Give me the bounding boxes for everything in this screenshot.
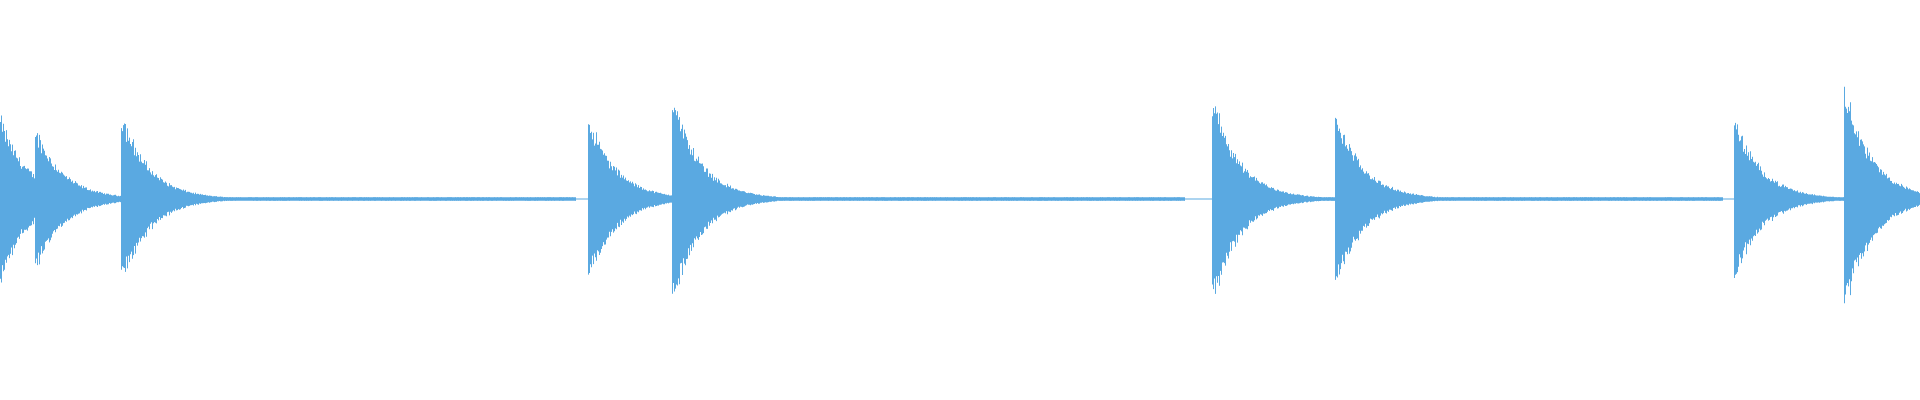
waveform-bars [0,86,1920,304]
